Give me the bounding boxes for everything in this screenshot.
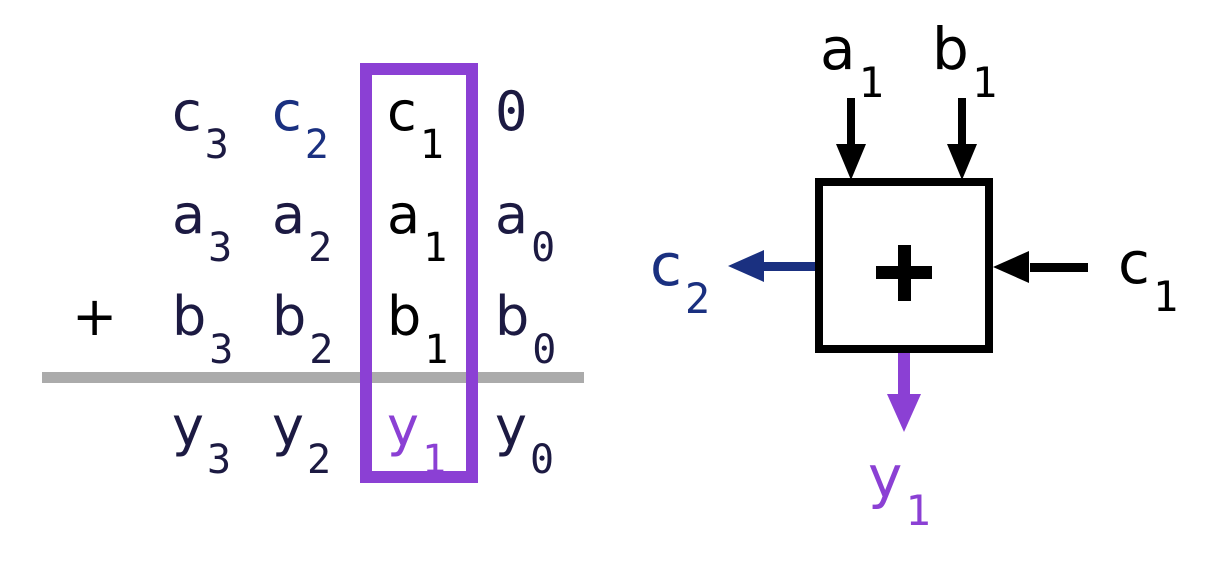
input-b1-arrowhead-icon [947, 144, 977, 180]
carry-zero: 0 [495, 80, 528, 143]
carry-out-arrowhead-icon [728, 250, 764, 282]
sum-y2: y2 [272, 395, 332, 483]
input-a1-label: a1 [820, 15, 884, 107]
sum-out-arrowhead-icon [887, 394, 921, 432]
carry-out-arrow-shaft [762, 262, 818, 271]
operand-a2: a2 [272, 183, 333, 271]
operand-b3: b3 [172, 285, 234, 373]
plus-operator: + [72, 285, 118, 348]
carry-out-c2-label: c2 [650, 231, 711, 323]
input-a1-arrowhead-icon [836, 144, 866, 180]
carry-in-arrowhead-icon [993, 251, 1029, 283]
carry-in-c1-label: c1 [1118, 229, 1179, 321]
sum-out-y1-label: y1 [868, 443, 931, 535]
carry-in-arrow-shaft [1030, 263, 1088, 272]
plus-icon [898, 245, 911, 301]
carry-c3: c3 [172, 80, 229, 168]
input-b1-label: b1 [932, 15, 998, 107]
carry-c1: c1 [387, 80, 444, 168]
sum-y1: y1 [387, 395, 447, 483]
operand-a3: a3 [172, 183, 233, 271]
sum-out-arrow-shaft [898, 350, 910, 396]
sum-y0: y0 [495, 395, 555, 483]
sum-rule-line [42, 372, 584, 383]
input-b1-arrow-shaft [958, 98, 966, 148]
input-a1-arrow-shaft [847, 98, 855, 148]
sum-y3: y3 [172, 395, 232, 483]
operand-a1: a1 [387, 183, 448, 271]
operand-b2: b2 [272, 285, 334, 373]
operand-a0: a0 [495, 183, 556, 271]
operand-b0: b0 [495, 285, 557, 373]
adder-box [815, 178, 993, 353]
carry-c2: c2 [272, 80, 329, 168]
highlight-column-box [360, 63, 478, 483]
operand-b1: b1 [387, 285, 449, 373]
